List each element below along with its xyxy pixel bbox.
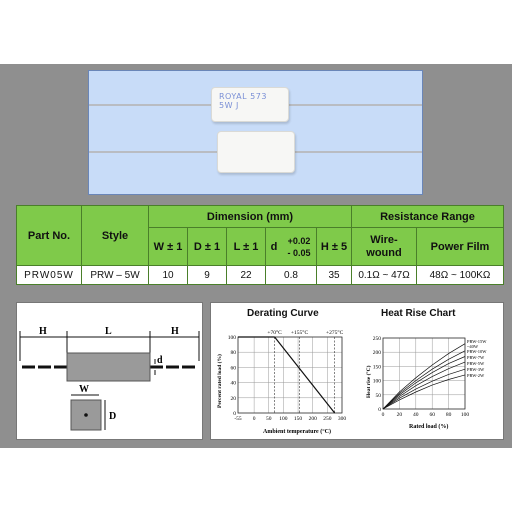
x-tick-label: 100 [461, 412, 470, 418]
y-tick-label: 100 [228, 335, 237, 341]
header-resistance-range: Resistance Range [351, 205, 504, 228]
product-photo: ROYAL 573 5W J [88, 70, 423, 195]
header-h: H ± 5 [316, 227, 352, 266]
y-tick-label: 200 [373, 350, 382, 356]
header-part-no: Part No. [16, 205, 82, 266]
x-tick-label: 20 [397, 412, 403, 418]
tolerance-minus: - 0.05 [287, 247, 311, 258]
cell-l: 22 [226, 265, 266, 285]
resistor-marking: ROYAL 573 5W J [219, 92, 267, 110]
plot-frame [237, 336, 343, 414]
x-tick-label: 0 [253, 416, 256, 422]
series-label: PRW-5W [467, 361, 485, 366]
header-d: D ± 1 [187, 227, 227, 266]
x-tick-label: 0 [382, 412, 385, 418]
label-h-left: H [39, 326, 47, 337]
x-tick-label: 100 [279, 416, 288, 422]
heat-rise-series-line [382, 368, 466, 410]
dimension-drawing: H L H d W D [16, 302, 203, 440]
resistor-body-drawing [66, 352, 151, 382]
heat-rise-series-line [382, 374, 466, 410]
header-d-small: d [265, 227, 282, 266]
y-tick-label: 50 [376, 393, 382, 399]
y-tick-label: 0 [233, 411, 236, 417]
x-tick-label: 40 [413, 412, 419, 418]
spec-table: Part No. Style Dimension (mm) Resistance… [16, 205, 504, 285]
derating-xlabel: Ambient temperature (°C) [263, 428, 331, 435]
x-tick-label: 150 [294, 416, 303, 422]
x-tick-label: 250 [323, 416, 332, 422]
plot-frame [382, 337, 466, 410]
x-tick-label: 80 [446, 412, 452, 418]
y-tick-label: 100 [373, 379, 382, 385]
label-l: L [105, 326, 112, 337]
y-tick-label: 40 [231, 381, 237, 387]
end-view-lead [84, 413, 88, 417]
charts-box: Derating Curve Heat Rise Chart Percent r… [210, 302, 504, 440]
series-label: PRW-15W [467, 339, 487, 344]
header-power-film: Power Film [416, 227, 504, 266]
series-label: PRW-7W [467, 355, 485, 360]
marking-line: ROYAL 573 [219, 92, 267, 101]
charts-svg: Percent rated load (%) Ambient temperatu… [216, 329, 487, 435]
heat-rise-ylabel: Heat rise (°C) [365, 365, 372, 398]
annotation-label: +155°C [291, 329, 309, 336]
heat-rise-series-line [382, 361, 466, 410]
resistor-body [217, 131, 295, 173]
marking-line: 5W J [219, 101, 239, 110]
heat-rise-xlabel: Rated load (%) [409, 423, 448, 430]
cell-d: 9 [187, 265, 227, 285]
series-label: PRW-10W [467, 349, 487, 354]
heat-rise-series-line [382, 356, 466, 410]
heat-rise-title: Heat Rise Chart [381, 308, 456, 319]
y-tick-label: 80 [231, 350, 237, 356]
y-tick-label: 150 [373, 364, 382, 370]
cell-part-no: PRW05W [16, 265, 82, 285]
dimension-drawing-svg: H L H d W D [19, 326, 200, 431]
wire-wound-line: Wire- [370, 233, 398, 246]
series-label: ~40W [467, 344, 479, 349]
cell-w: 10 [148, 265, 188, 285]
annotation-label: +275°C [326, 329, 344, 336]
label-d-small: d [157, 355, 163, 366]
x-tick-label: 50 [266, 416, 272, 422]
header-w: W ± 1 [148, 227, 188, 266]
wire-wound-line: wound [366, 246, 402, 259]
tolerance-plus: +0.02 [287, 235, 311, 246]
derating-ylabel: Percent rated load (%) [216, 354, 223, 408]
cell-wire-wound: 0.1Ω ~ 47Ω [351, 265, 417, 285]
header-dimension: Dimension (mm) [148, 205, 352, 228]
x-tick-label: 200 [309, 416, 318, 422]
cell-power-film: 48Ω ~ 100KΩ [416, 265, 504, 285]
header-style: Style [81, 205, 149, 266]
series-label: PRW-3W [467, 367, 485, 372]
resistor-body: ROYAL 573 5W J [211, 87, 289, 122]
label-w: W [79, 384, 89, 395]
y-tick-label: 60 [231, 365, 237, 371]
annotation-label: +70°C [267, 329, 282, 336]
y-tick-label: 0 [378, 407, 381, 413]
heat-rise-series-line [382, 343, 466, 410]
header-l: L ± 1 [226, 227, 266, 266]
y-tick-label: 20 [231, 396, 237, 402]
cell-style: PRW – 5W [81, 265, 149, 285]
cell-d-small: 0.8 [265, 265, 317, 285]
series-label: PRW-2W [467, 373, 485, 378]
label-h-right: H [171, 326, 179, 337]
y-tick-label: 250 [373, 336, 382, 342]
cell-h: 35 [316, 265, 352, 285]
x-tick-label: 300 [338, 416, 347, 422]
x-tick-label: -55 [234, 416, 242, 422]
label-d: D [109, 411, 116, 422]
header-d-tolerance: +0.02 - 0.05 [282, 227, 317, 266]
table-row: PRW05W PRW – 5W 10 9 22 0.8 35 0.1Ω ~ 47… [16, 265, 504, 285]
heat-rise-series-line [382, 350, 466, 410]
derating-series-line [274, 336, 336, 414]
x-tick-label: 60 [429, 412, 435, 418]
header-wire-wound: Wire- wound [351, 227, 417, 266]
derating-title: Derating Curve [247, 308, 319, 319]
